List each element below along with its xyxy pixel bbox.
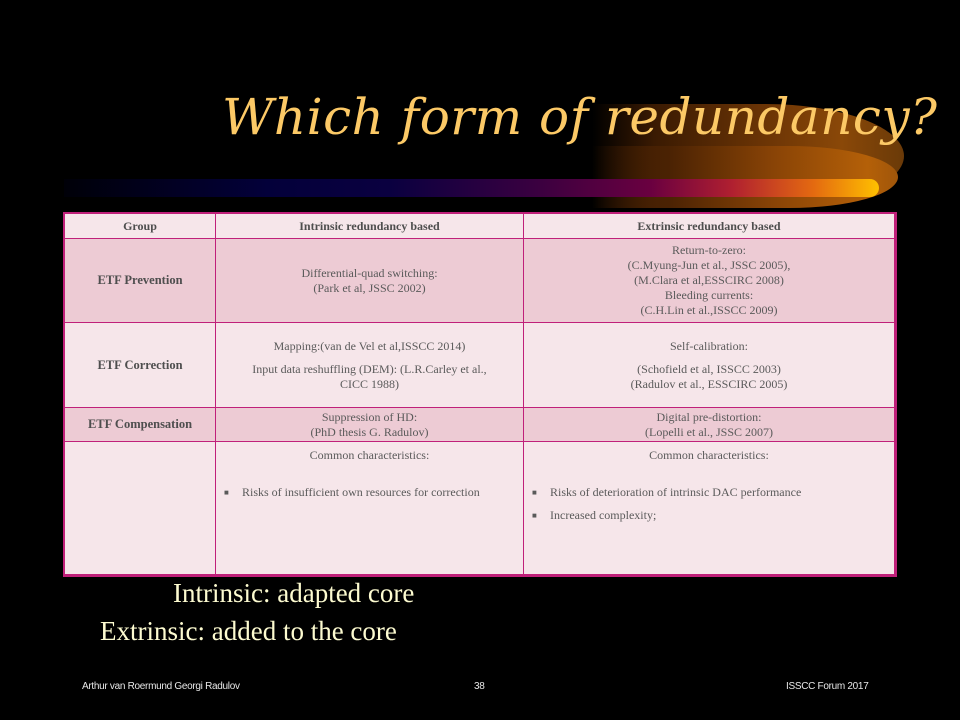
table-header-row: Group Intrinsic redundancy based Extrins…	[65, 214, 894, 239]
cell-line: (C.H.Lin et al.,ISSCC 2009)	[640, 303, 778, 317]
cell-line: (M.Clara et al,ESSCIRC 2008)	[634, 273, 784, 287]
table-row-correction: ETF Correction Mapping:(van de Vel et al…	[65, 323, 894, 408]
cell-line: CICC 1988)	[339, 376, 399, 391]
cell-line: Suppression of HD:	[321, 409, 418, 424]
cell-line: (Schofield et al, ISSCC 2003)	[637, 361, 781, 376]
bullet-list: ■ Risks of insufficient own resources fo…	[216, 485, 523, 508]
cell-line: (Radulov et al., ESSCIRC 2005)	[630, 376, 788, 391]
cell-line: Differential-quad switching:	[301, 265, 438, 280]
footer-event: ISSCC Forum 2017	[786, 681, 869, 692]
table-row-compensation: ETF Compensation Suppression of HD: (PhD…	[65, 408, 894, 442]
bullet-icon: ■	[532, 488, 537, 497]
intrinsic-common-cell: Common characteristics: ■ Risks of insuf…	[216, 442, 524, 574]
extrinsic-cell: Return-to-zero: (C.Myung-Jun et al., JSS…	[524, 239, 894, 322]
common-heading: Common characteristics:	[309, 448, 430, 462]
bullet-icon: ■	[532, 511, 537, 520]
intrinsic-cell: Mapping:(van de Vel et al,ISSCC 2014) In…	[216, 323, 524, 407]
cell-line: Return-to-zero:	[672, 243, 746, 257]
decorative-swoosh-inner	[592, 146, 898, 208]
header-intrinsic: Intrinsic redundancy based	[216, 214, 524, 238]
intrinsic-cell: Suppression of HD: (PhD thesis G. Radulo…	[216, 408, 524, 441]
decorative-gradient-bar	[64, 179, 879, 197]
bullet-icon: ■	[224, 488, 229, 497]
cell-line: (Lopelli et al., JSSC 2007)	[645, 424, 773, 439]
cell-line: Bleeding currents:	[664, 288, 754, 302]
cell-line: Self-calibration:	[670, 338, 748, 353]
common-heading: Common characteristics:	[649, 448, 769, 462]
extrinsic-cell: Digital pre-distortion: (Lopelli et al.,…	[524, 408, 894, 441]
extrinsic-cell: Self-calibration: (Schofield et al, ISSC…	[524, 323, 894, 407]
cell-line: (Park et al, JSSC 2002)	[313, 280, 426, 295]
group-cell: ETF Prevention	[65, 239, 216, 322]
cell-line: Digital pre-distortion:	[656, 409, 762, 424]
footer-authors: Arthur van Roermund Georgi Radulov	[82, 681, 240, 692]
list-item: ■ Increased complexity;	[532, 508, 657, 522]
list-item: ■ Risks of insufficient own resources fo…	[224, 485, 480, 499]
redundancy-table: Group Intrinsic redundancy based Extrins…	[63, 212, 897, 577]
slide-title: Which form of redundancy?	[222, 88, 938, 146]
intrinsic-cell: Differential-quad switching: (Park et al…	[216, 239, 524, 322]
group-cell: ETF Compensation	[65, 408, 216, 441]
header-extrinsic: Extrinsic redundancy based	[637, 218, 781, 233]
table-row-prevention: ETF Prevention Differential-quad switchi…	[65, 239, 894, 323]
table-row-common: Common characteristics: ■ Risks of insuf…	[65, 442, 894, 574]
extrinsic-common-cell: Common characteristics: ■ Risks of deter…	[524, 442, 894, 574]
cell-line: Input data reshuffling (DEM): (L.R.Carle…	[252, 361, 487, 376]
group-cell: ETF Correction	[65, 323, 216, 407]
caption-extrinsic: Extrinsic: added to the core	[100, 616, 397, 646]
bullet-list: ■ Risks of deterioration of intrinsic DA…	[524, 485, 894, 531]
cell-line: (PhD thesis G. Radulov)	[310, 424, 429, 439]
list-item: ■ Risks of deterioration of intrinsic DA…	[532, 485, 802, 499]
caption-intrinsic: Intrinsic: adapted core	[173, 578, 415, 608]
header-group: Group	[65, 214, 216, 238]
group-cell-empty	[65, 442, 216, 574]
footer-page-number: 38	[474, 681, 485, 692]
cell-line: (C.Myung-Jun et al., JSSC 2005),	[627, 258, 791, 272]
cell-line: Mapping:(van de Vel et al,ISSCC 2014)	[273, 338, 466, 353]
